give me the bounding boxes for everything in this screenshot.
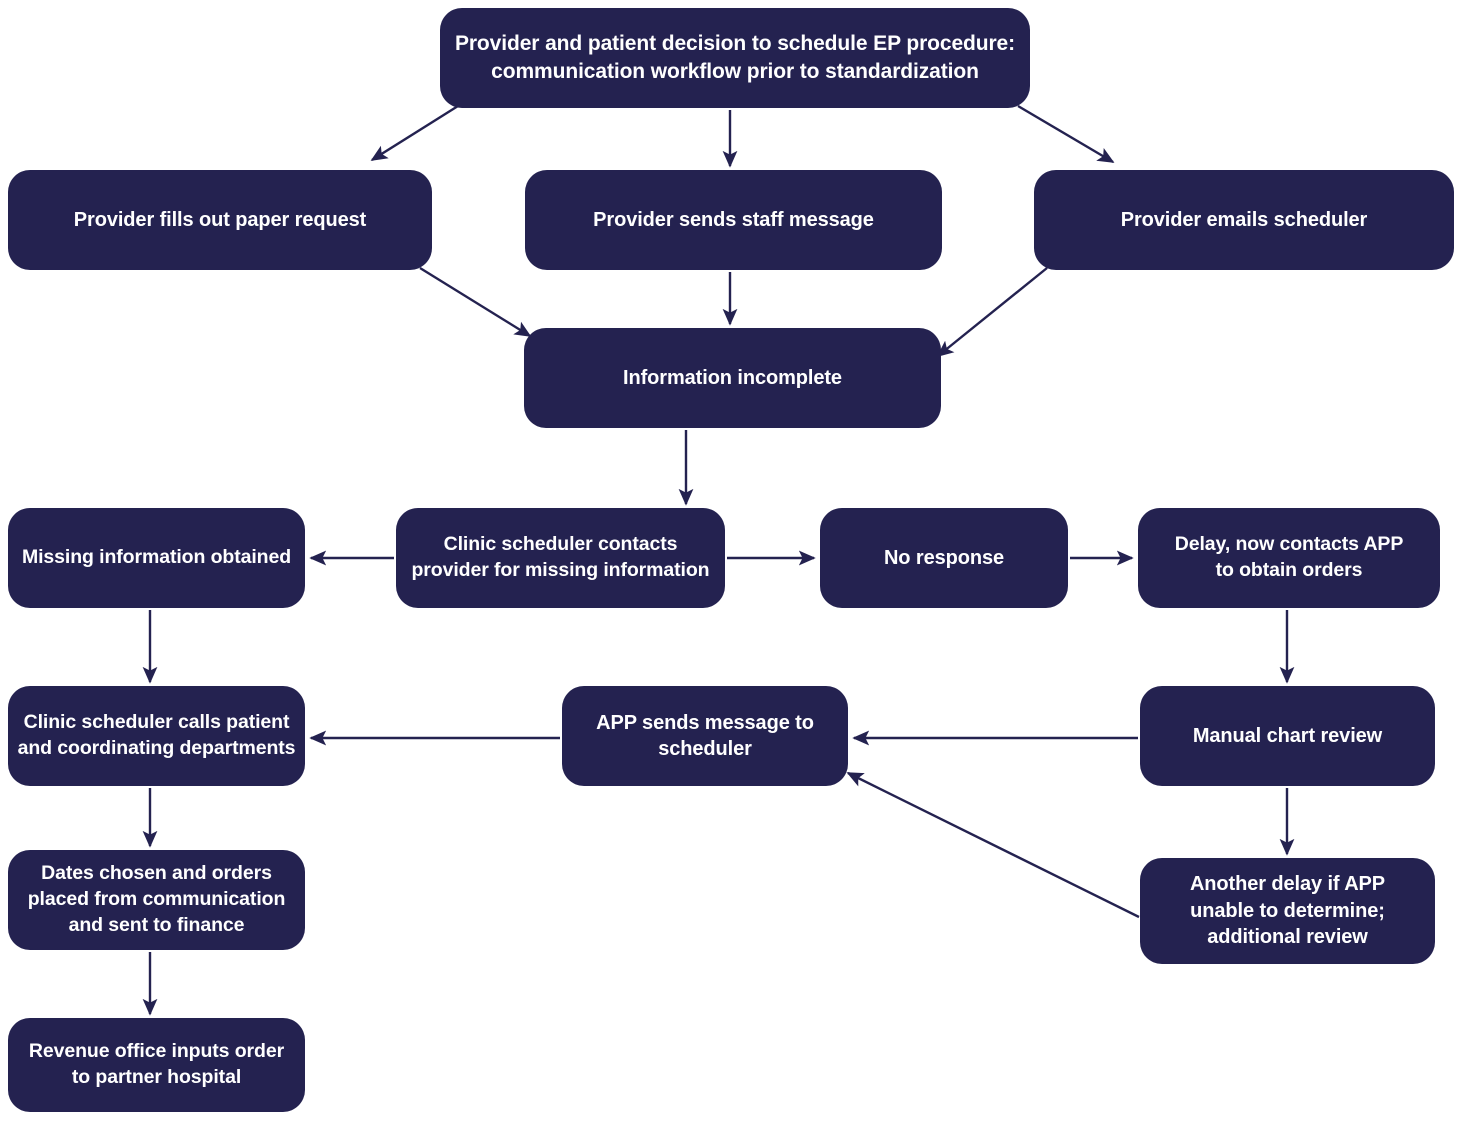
- node-dates-chosen-orders-placed[interactable]: Dates chosen and orders placed from comm…: [8, 850, 305, 950]
- node-root-decision[interactable]: Provider and patient decision to schedul…: [440, 8, 1030, 108]
- node-revenue-office-inputs-order-label: Revenue office inputs order to partner h…: [28, 1040, 285, 1088]
- node-provider-fills-paper-request-label: Provider fills out paper request: [73, 208, 367, 231]
- edge-emails-scheduler-to-information-incomplete: [936, 267, 1048, 358]
- node-information-incomplete-label: Information incomplete: [623, 366, 842, 389]
- node-no-response[interactable]: No response: [820, 508, 1068, 608]
- node-provider-emails-scheduler[interactable]: Provider emails scheduler: [1034, 170, 1454, 270]
- node-app-sends-message-to-scheduler-label: APP sends message to scheduler: [596, 711, 814, 760]
- node-revenue-office-inputs-order[interactable]: Revenue office inputs order to partner h…: [8, 1018, 305, 1112]
- node-delay-contacts-app[interactable]: Delay, now contacts APP to obtain orders: [1138, 508, 1440, 608]
- node-information-incomplete[interactable]: Information incomplete: [524, 328, 941, 428]
- node-clinic-scheduler-calls-patient[interactable]: Clinic scheduler calls patient and coord…: [8, 686, 305, 786]
- node-root-decision-label: Provider and patient decision to schedul…: [454, 32, 1016, 83]
- node-clinic-scheduler-calls-patient-label: Clinic scheduler calls patient and coord…: [17, 711, 296, 759]
- node-missing-information-obtained-label: Missing information obtained: [21, 546, 292, 569]
- node-provider-sends-staff-message-label: Provider sends staff message: [593, 208, 874, 231]
- node-provider-emails-scheduler-label: Provider emails scheduler: [1120, 208, 1368, 231]
- edge-root-to-paper-request: [370, 104, 459, 162]
- edge-root-to-emails-scheduler: [1017, 104, 1115, 164]
- node-no-response-label: No response: [883, 546, 1005, 569]
- edge-another-delay-to-app-sends-message: [846, 771, 1140, 919]
- node-dates-chosen-orders-placed-label: Dates chosen and orders placed from comm…: [27, 862, 286, 936]
- node-provider-sends-staff-message[interactable]: Provider sends staff message: [525, 170, 942, 270]
- edge-paper-request-to-information-incomplete: [419, 266, 532, 338]
- node-app-sends-message-to-scheduler[interactable]: APP sends message to scheduler: [562, 686, 848, 786]
- node-another-delay-app-unable-label: Another delay if APP unable to determine…: [1189, 873, 1386, 949]
- node-clinic-scheduler-contacts-provider[interactable]: Clinic scheduler contacts provider for m…: [396, 508, 725, 608]
- node-manual-chart-review[interactable]: Manual chart review: [1140, 686, 1435, 786]
- node-provider-fills-paper-request[interactable]: Provider fills out paper request: [8, 170, 432, 270]
- node-clinic-scheduler-contacts-provider-label: Clinic scheduler contacts provider for m…: [411, 533, 710, 581]
- node-manual-chart-review-label: Manual chart review: [1192, 724, 1383, 747]
- node-missing-information-obtained[interactable]: Missing information obtained: [8, 508, 305, 608]
- node-another-delay-app-unable[interactable]: Another delay if APP unable to determine…: [1140, 858, 1435, 964]
- node-delay-contacts-app-label: Delay, now contacts APP to obtain orders: [1174, 533, 1404, 581]
